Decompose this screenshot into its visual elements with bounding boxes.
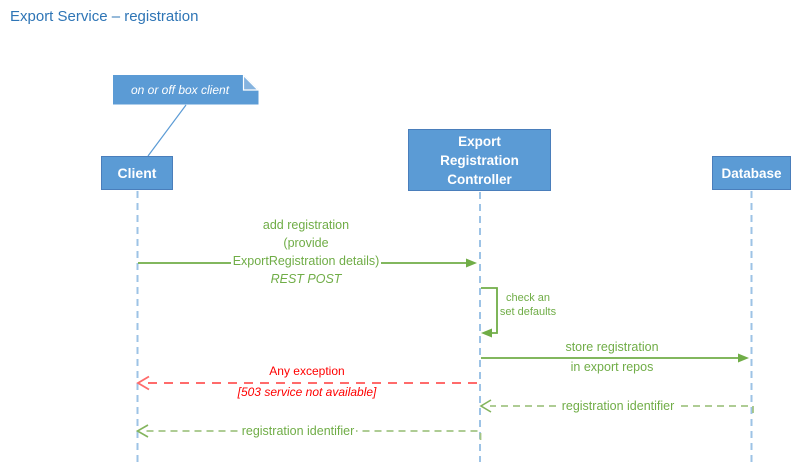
store-registration-line2: in export repos: [568, 360, 656, 374]
page-title: Export Service – registration: [10, 8, 199, 25]
arrow-add-registration-arrowhead: [466, 258, 477, 268]
arrow-registration-identifier-client-arrowhead: [135, 424, 149, 438]
actor-controller-label-line3: Controller: [447, 171, 512, 187]
message-label-exception-detail: [503 service not available]: [212, 385, 402, 399]
add-registration-line3: ExportRegistration details): [230, 252, 382, 270]
message-label-exception: Any exception: [227, 364, 387, 378]
message-label-add-registration: add registration (provide ExportRegistra…: [176, 216, 436, 288]
actor-box-controller: Export Registration Controller: [408, 129, 551, 191]
message-label-store-registration-line2: in export repos: [532, 360, 692, 374]
actor-box-database: Database: [712, 156, 791, 190]
actor-box-client: Client: [101, 156, 173, 190]
note-connector: [147, 104, 187, 157]
exception-detail: [503 service not available]: [237, 385, 377, 399]
arrow-exception-arrowhead: [136, 375, 150, 391]
actor-client-label: Client: [117, 165, 157, 181]
registration-identifier-db-label: registration identifier: [559, 399, 677, 413]
message-label-store-registration-line1: store registration: [532, 340, 692, 354]
actor-database-label: Database: [721, 165, 782, 181]
add-registration-line2: (provide: [281, 234, 331, 252]
registration-identifier-client-label: registration identifier: [239, 424, 357, 438]
actor-controller-label-line2: Registration: [440, 152, 519, 168]
exception-label: Any exception: [269, 364, 345, 378]
message-label-self-check: check an set defaults: [497, 291, 559, 319]
self-check-line1: check an: [503, 291, 553, 305]
arrow-store-registration-arrowhead: [738, 353, 749, 363]
self-message-arrowhead: [481, 328, 492, 338]
self-message-arrow: [481, 287, 498, 338]
message-label-registration-identifier-client: registration identifier: [218, 424, 378, 438]
add-registration-line1: add registration: [260, 216, 352, 234]
store-registration-line1: store registration: [563, 340, 661, 354]
note-label: on or off box client: [130, 83, 230, 97]
arrow-store-registration: [481, 353, 749, 363]
actor-controller-label-line1: Export: [458, 133, 501, 149]
add-registration-annotation: REST POST: [268, 270, 344, 288]
arrow-registration-identifier-db-arrowhead: [479, 399, 492, 413]
self-check-line2: set defaults: [497, 305, 559, 319]
note-shape: [113, 75, 259, 105]
note-fold-icon: [242, 74, 260, 91]
arrow-exception: [136, 375, 477, 391]
message-label-registration-identifier-db: registration identifier: [538, 399, 698, 413]
